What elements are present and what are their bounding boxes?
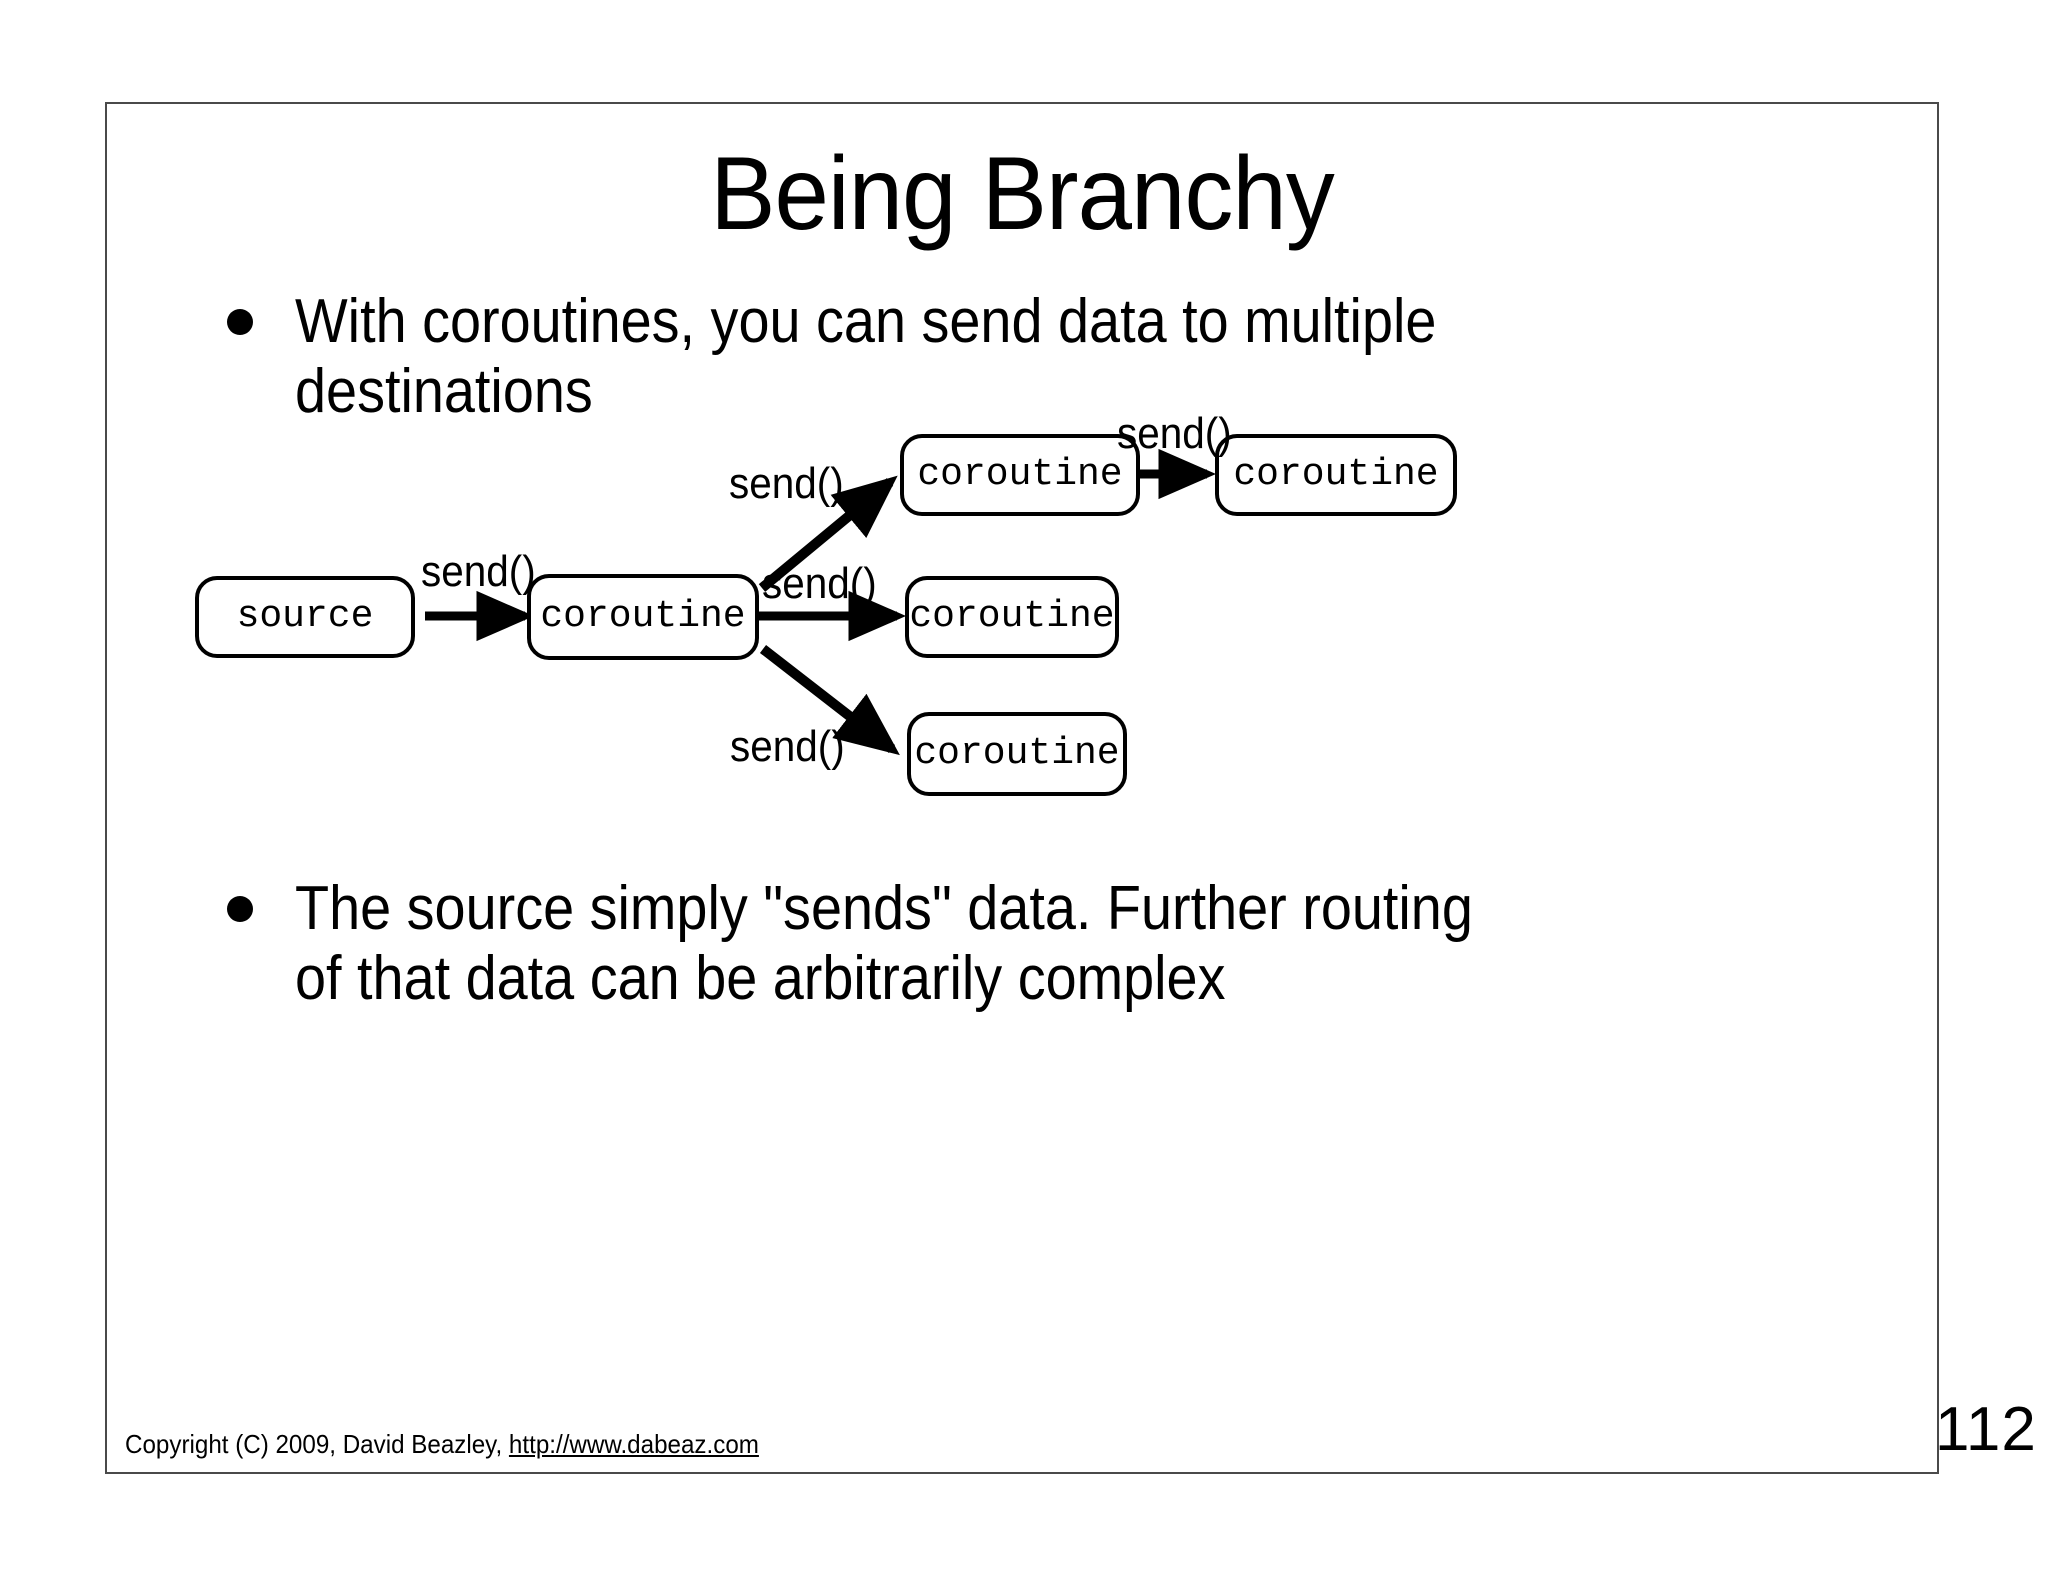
edge-label-hub-to-bottom: send() <box>730 722 845 771</box>
node-top-right-coroutine-label: coroutine <box>1233 453 1439 496</box>
slide-canvas: Being Branchy With coroutines, you can s… <box>105 102 2036 1474</box>
node-top-coroutine-label: coroutine <box>917 453 1123 496</box>
node-source: source <box>195 576 415 658</box>
page-number: 112 <box>1935 1395 2037 1464</box>
edge-label-source-to-hub: send() <box>421 547 536 596</box>
edge-label-hub-to-middle: send() <box>762 559 877 608</box>
footer-copyright: Copyright (C) 2009, David Beazley, http:… <box>125 1429 759 1460</box>
node-top-coroutine: coroutine <box>900 434 1140 516</box>
dabeaz-link[interactable]: http://www.dabeaz.com <box>508 1429 759 1459</box>
arrow-hub-to-bottom <box>759 645 900 756</box>
node-hub-coroutine: coroutine <box>527 574 759 660</box>
bullet-item-2: The source simply "sends" data. Further … <box>227 874 1727 1014</box>
page-title: Being Branchy <box>710 136 1335 252</box>
copyright-text: Copyright (C) 2009, David Beazley, <box>125 1429 509 1459</box>
edge-label-hub-to-top: send() <box>729 459 844 508</box>
node-top-right-coroutine: coroutine <box>1215 434 1457 516</box>
arrow-hub-to-top <box>758 475 898 592</box>
node-middle-coroutine-label: coroutine <box>909 595 1115 638</box>
bullet-text-1: With coroutines, you can send data to mu… <box>295 287 1437 427</box>
bullet-item-1: With coroutines, you can send data to mu… <box>227 287 1647 427</box>
node-hub-coroutine-label: coroutine <box>540 595 746 638</box>
bullet-marker-icon <box>227 896 253 922</box>
bullet-marker-icon <box>227 309 253 335</box>
bullet-text-2: The source simply "sends" data. Further … <box>295 874 1473 1014</box>
node-bottom-coroutine-label: coroutine <box>914 732 1120 775</box>
node-middle-coroutine: coroutine <box>905 576 1119 658</box>
node-bottom-coroutine: coroutine <box>907 712 1127 796</box>
node-source-label: source <box>236 595 374 638</box>
